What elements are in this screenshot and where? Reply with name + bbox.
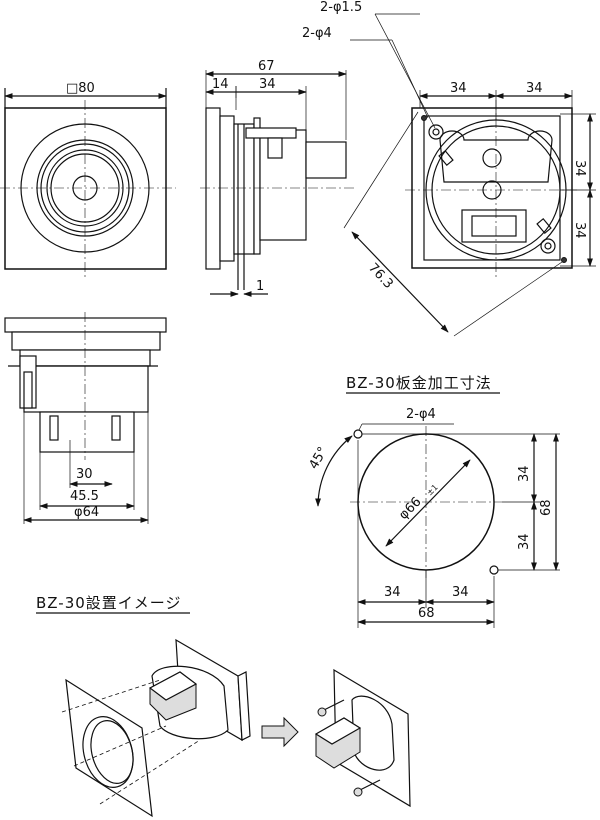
cutout-v-total: 68 [539, 499, 554, 516]
cutout-holes: 2-φ4 [406, 407, 436, 422]
side-overall-dim: 67 [258, 59, 275, 74]
side-plate-dim: 1 [256, 279, 264, 294]
front-square-label: □80 [66, 81, 95, 96]
rear-pitch-top-left: 34 [450, 81, 467, 96]
cutout-h-left: 34 [384, 585, 401, 600]
cutout-view: BZ-30板金加工寸法 2-φ4 φ66 ±1 45° 34 34 68 34 … [306, 374, 560, 628]
install-title: BZ-30設置イメージ [36, 594, 182, 612]
install-unit-left [148, 638, 251, 742]
cutout-h-right: 34 [452, 585, 469, 600]
bottom-w3: φ64 [74, 505, 99, 520]
bottom-w1: 30 [76, 467, 93, 482]
rear-hole-small: 2-φ1.5 [320, 0, 362, 15]
front-view: □80 [0, 81, 176, 278]
rear-pitch-right-bottom: 34 [572, 222, 587, 239]
cutout-v-top: 34 [517, 465, 532, 482]
rear-pitch-top-right: 34 [526, 81, 543, 96]
install-illustration: BZ-30設置イメージ [36, 594, 411, 818]
cutout-tol: ±1 [425, 483, 440, 498]
cutout-h-total: 68 [418, 606, 435, 621]
rear-hole-large: 2-φ4 [302, 26, 332, 41]
rear-pitch-right-top: 34 [572, 160, 587, 177]
cutout-title: BZ-30板金加工寸法 [346, 374, 492, 392]
install-arrow [261, 716, 299, 748]
side-body-dim: 34 [259, 77, 276, 92]
bottom-view: 30 45.5 φ64 [4, 312, 167, 524]
rear-diagonal-dim: 76.3 [365, 260, 396, 291]
install-panel-left [65, 678, 153, 818]
side-flange-dim: 14 [212, 77, 229, 92]
bottom-w2: 45.5 [70, 489, 99, 504]
install-panel-right [314, 668, 411, 808]
side-view: 67 14 34 1 [200, 59, 355, 297]
cutout-dia: φ66 [396, 494, 424, 522]
cutout-v-bottom: 34 [517, 533, 532, 550]
